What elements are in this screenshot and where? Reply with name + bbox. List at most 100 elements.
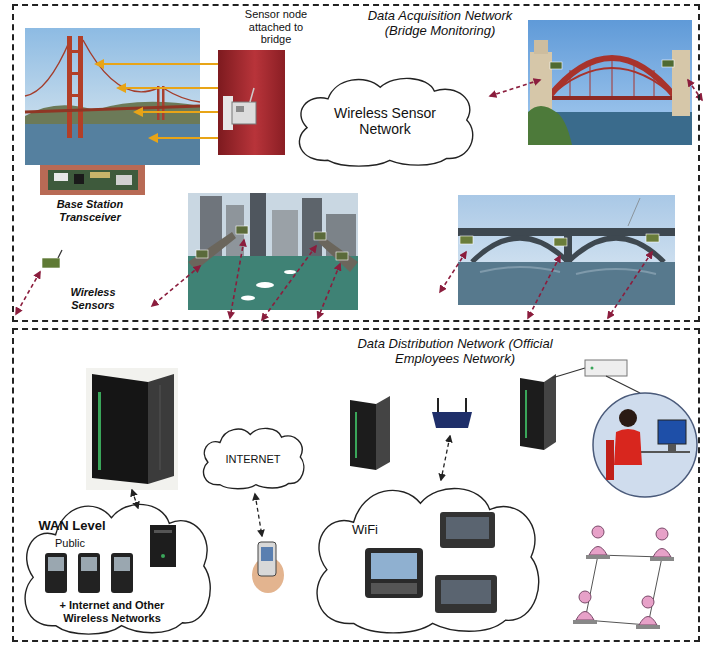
mainframe-server-part bbox=[92, 374, 148, 484]
viaduct-photo bbox=[458, 195, 675, 305]
network-region-text: Data Distribution Network (Official Empl… bbox=[355, 337, 555, 367]
drawbridge-photo-part bbox=[196, 250, 208, 258]
base-station-photo-part bbox=[90, 172, 110, 178]
wan-cloud-text: Public bbox=[55, 537, 85, 550]
drawbridge-photo-part bbox=[302, 198, 322, 258]
mobile-device-icon-part bbox=[371, 553, 417, 579]
router-icon-part bbox=[465, 398, 467, 412]
handheld-phone-icon bbox=[252, 542, 284, 593]
viaduct-photo-part bbox=[460, 236, 473, 244]
drawbridge-photo-part bbox=[250, 193, 266, 258]
employee-network-icon-part bbox=[573, 620, 597, 624]
golden-gate-photo-part bbox=[162, 86, 165, 120]
employee-icon-part bbox=[619, 409, 637, 427]
sensor-node-photo bbox=[218, 50, 285, 155]
arch-bridge-photo-part bbox=[590, 60, 591, 98]
employee-icon bbox=[593, 393, 697, 497]
desktop-tower-icon-part bbox=[161, 554, 165, 558]
arch-bridge-photo-part bbox=[548, 96, 676, 100]
mobile-phone-icon bbox=[45, 553, 133, 593]
wan-cloud: WAN LevelPublic+ Internet and Other Wire… bbox=[15, 495, 218, 637]
employee-icon-part bbox=[668, 444, 676, 452]
wan-cloud-text: WAN Level bbox=[38, 519, 105, 534]
sensor-node-photo-part bbox=[236, 106, 244, 112]
office-server-icon-part bbox=[606, 376, 640, 393]
wireless-link-part bbox=[262, 246, 316, 320]
viaduct-photo-part bbox=[646, 234, 659, 242]
mobile-device-icon-part bbox=[365, 548, 423, 598]
router-icon bbox=[432, 398, 472, 428]
employee-icon-part bbox=[606, 440, 614, 480]
network-link-part bbox=[255, 494, 262, 536]
viaduct-photo-part bbox=[458, 228, 675, 236]
employee-network-icon-part bbox=[576, 612, 594, 621]
office-server-icon-part bbox=[544, 374, 556, 450]
mobile-device-icon-part bbox=[440, 512, 495, 548]
network-link-part bbox=[441, 436, 450, 480]
golden-gate-photo bbox=[25, 28, 200, 165]
rack-server-icon-part bbox=[376, 396, 390, 470]
wireless-link-part bbox=[152, 266, 200, 306]
drawbridge-photo-part bbox=[272, 210, 298, 258]
base-station-photo-part bbox=[40, 165, 145, 195]
employee-network-icon-part bbox=[636, 625, 660, 629]
arch-bridge-photo-part bbox=[528, 20, 692, 145]
viaduct-photo-part bbox=[480, 267, 656, 274]
mobile-phone-icon-part bbox=[114, 557, 130, 571]
mobile-device-icon-part bbox=[446, 517, 489, 539]
employee-network-icon-part bbox=[585, 555, 598, 620]
employee-icon-part bbox=[640, 451, 690, 453]
rack-server-icon bbox=[350, 396, 390, 470]
rack-server-icon-part bbox=[355, 412, 357, 458]
mobile-phone-icon-part bbox=[111, 553, 133, 593]
mobile-phone-icon-part bbox=[45, 553, 67, 593]
mobile-device-icon bbox=[365, 512, 497, 613]
desktop-tower-icon bbox=[150, 525, 176, 567]
office-server-icon-part bbox=[552, 368, 585, 378]
mainframe-server bbox=[86, 368, 178, 490]
wireless-sensor-icon-part bbox=[42, 258, 60, 268]
employee-network-icon bbox=[573, 526, 674, 629]
mainframe-server-part bbox=[148, 374, 174, 484]
wireless-link-part bbox=[230, 240, 244, 318]
signal-arrow-part bbox=[118, 87, 218, 89]
desktop-tower-icon-part bbox=[154, 530, 172, 533]
employee-network-icon-part bbox=[592, 526, 604, 538]
employee-network-icon-part bbox=[648, 557, 662, 625]
golden-gate-photo-part bbox=[157, 86, 160, 120]
golden-gate-photo-part bbox=[25, 124, 200, 165]
router-icon-part bbox=[432, 412, 472, 428]
office-server-icon-part bbox=[591, 367, 594, 370]
viaduct-photo-part bbox=[458, 262, 675, 305]
drawbridge-photo-part bbox=[188, 193, 358, 310]
mobile-device-icon-part bbox=[435, 575, 497, 613]
cloud-outline bbox=[25, 504, 210, 634]
caption-label: Wireless Sensors bbox=[56, 286, 130, 311]
network-region: Data Distribution Network (Official Empl… bbox=[12, 328, 700, 642]
employee-network-icon-part bbox=[586, 555, 610, 559]
mobile-phone-icon-part bbox=[78, 553, 100, 593]
mobile-phone-icon-part bbox=[48, 557, 64, 571]
viaduct-photo-part bbox=[628, 198, 640, 226]
drawbridge-photo-part bbox=[256, 282, 274, 288]
handheld-phone-icon-part bbox=[261, 547, 273, 561]
arch-bridge-photo-part bbox=[672, 50, 690, 116]
wireless-sensor-icon-part bbox=[58, 250, 62, 258]
wireless-sensor-icon bbox=[42, 250, 62, 268]
base-station-photo-part bbox=[48, 170, 138, 190]
network-region-text: Data Acquisition Network (Bridge Monitor… bbox=[350, 9, 530, 39]
arch-bridge-photo bbox=[528, 20, 692, 145]
employee-network-icon-part bbox=[579, 591, 591, 603]
wireless-link bbox=[16, 80, 702, 320]
golden-gate-photo-part bbox=[25, 102, 200, 126]
network-region: Data Acquisition Network (Bridge Monitor… bbox=[12, 4, 700, 322]
office-server-icon-part bbox=[585, 360, 627, 376]
cloud-outline bbox=[203, 428, 303, 488]
employee-network-icon-part bbox=[653, 549, 671, 558]
base-station-photo-part bbox=[116, 175, 132, 185]
drawbridge-photo-part bbox=[188, 232, 236, 270]
mobile-device-icon-part bbox=[441, 580, 491, 604]
employee-icon-part bbox=[614, 429, 642, 465]
